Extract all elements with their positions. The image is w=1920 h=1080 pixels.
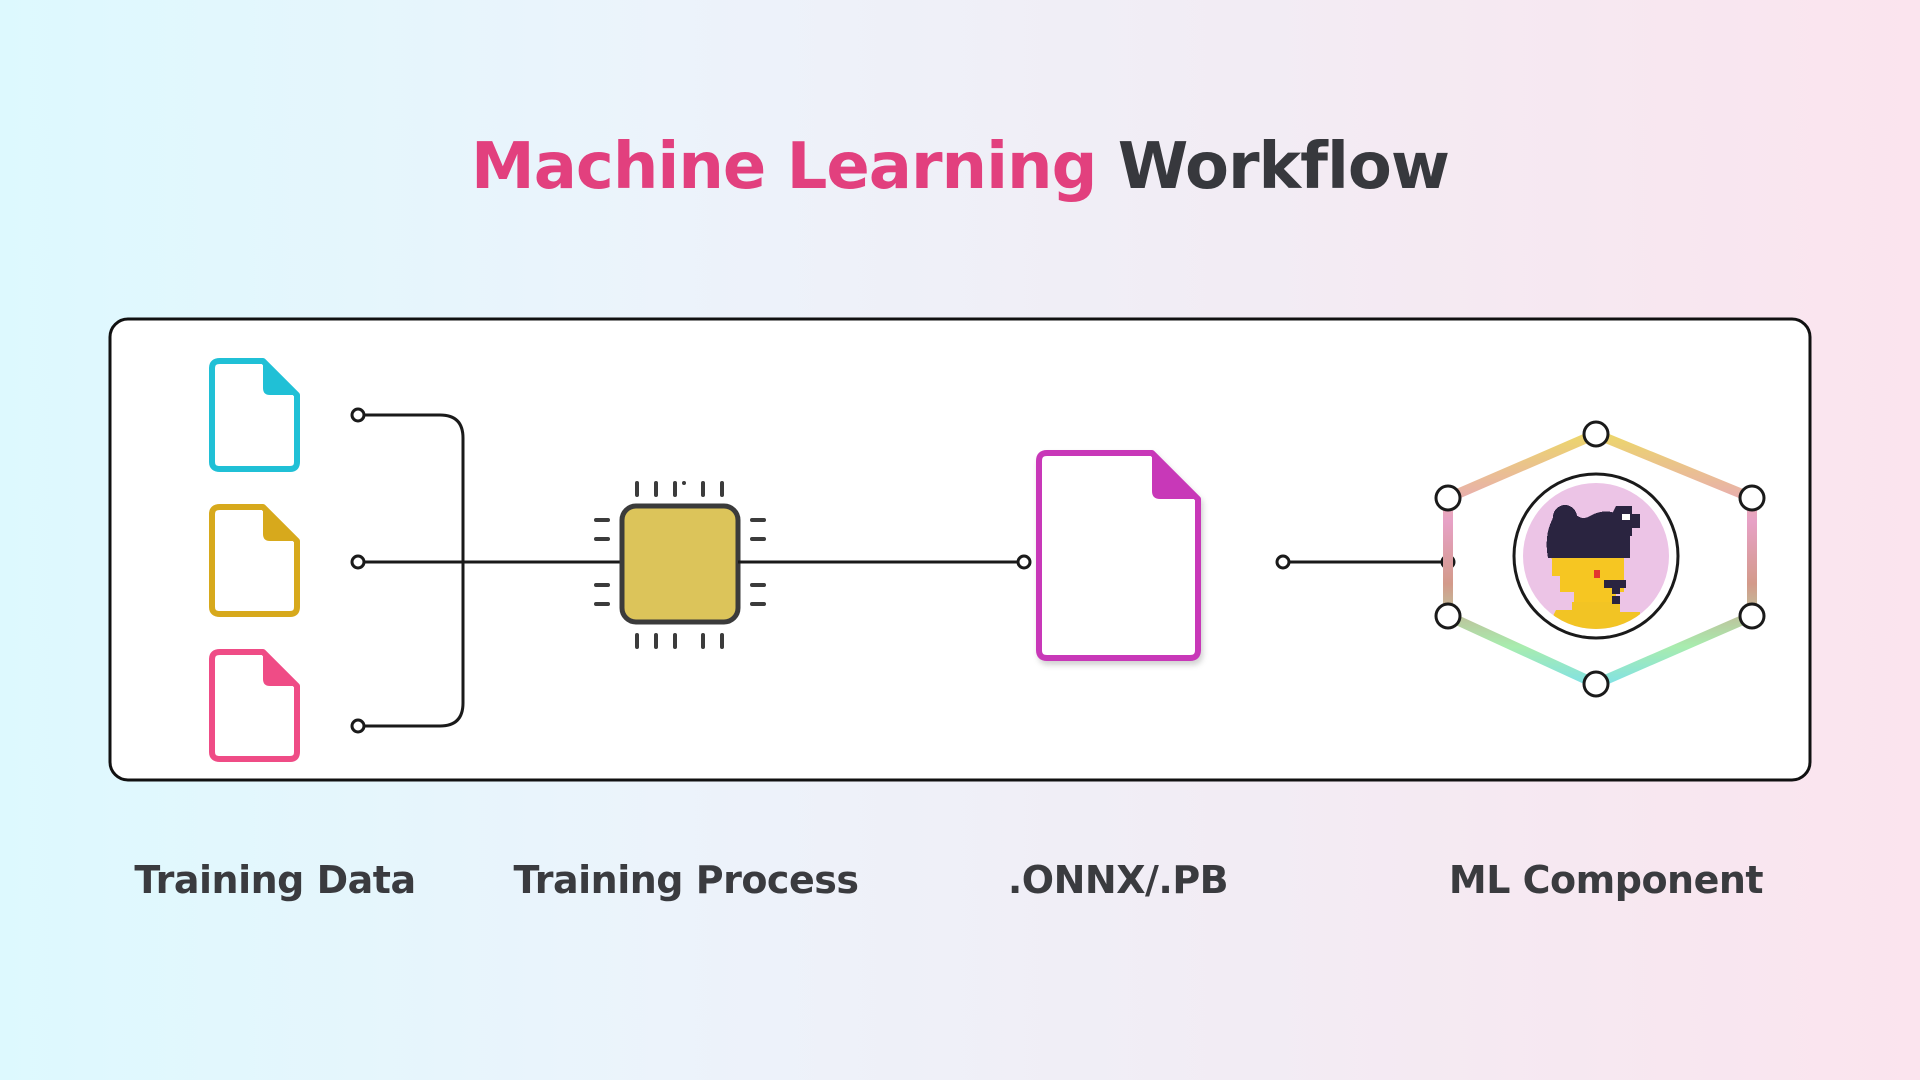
ml-component-hexagon (1434, 420, 1766, 698)
data-file-gold-icon (209, 504, 300, 617)
cpu-chip-icon (594, 481, 766, 649)
stage-label-training-data: Training Data (134, 858, 416, 902)
hexagon-handle (1434, 602, 1462, 630)
title-rest: Workflow (1117, 130, 1450, 204)
hexagon-handle (1738, 602, 1766, 630)
title-accent: Machine Learning (471, 130, 1097, 204)
hexagon-handle (1582, 670, 1610, 698)
model-file-icon (1036, 450, 1201, 661)
hexagon-handle (1434, 484, 1462, 512)
page-title: Machine Learning Workflow (0, 122, 1920, 212)
stage-label-training-process: Training Process (513, 858, 859, 902)
stage-label-model-format: .ONNX/.PB (1007, 858, 1229, 902)
chip-to-model-connector (738, 554, 1032, 570)
data-file-pink-icon (209, 649, 300, 762)
hexagon-handle (1582, 420, 1610, 448)
stage-label-ml-component: ML Component (1448, 858, 1764, 902)
data-bracket-connector (350, 407, 620, 734)
diagram-panel (108, 317, 1812, 782)
avatar-icon (1512, 472, 1680, 640)
hexagon-handle (1738, 484, 1766, 512)
data-file-cyan-icon (209, 358, 300, 472)
